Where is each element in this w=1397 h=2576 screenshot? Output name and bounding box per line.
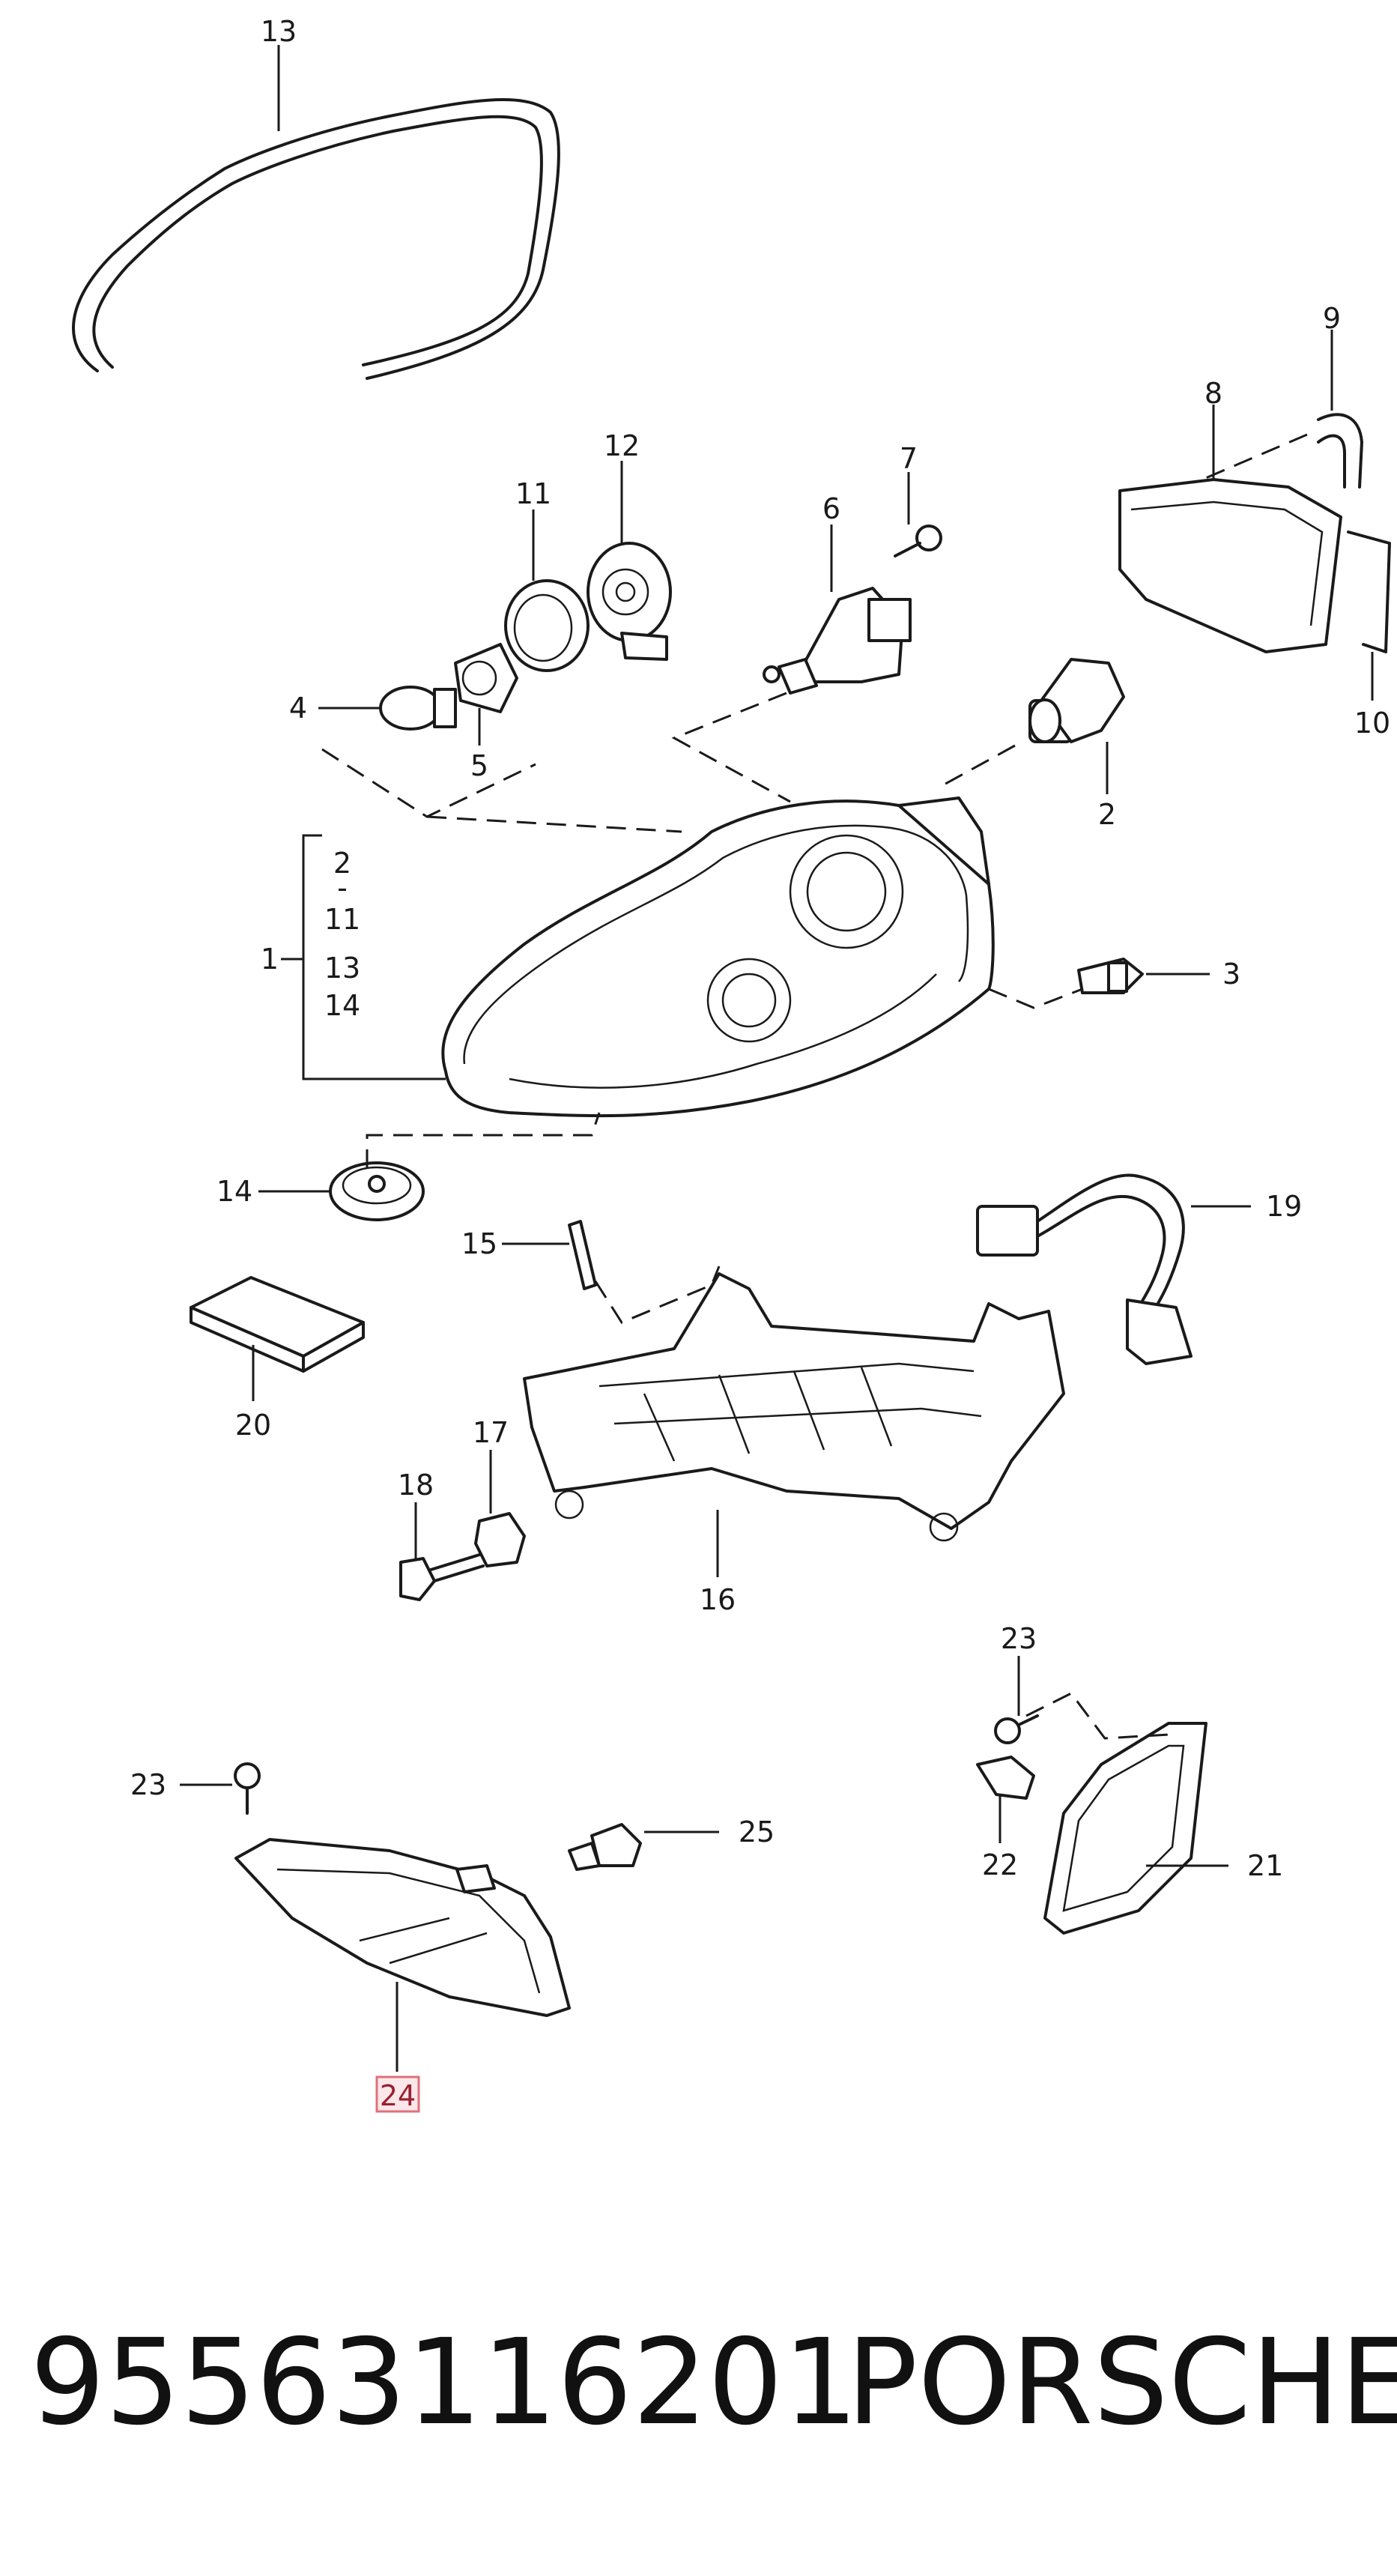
igniter-6 [763, 524, 912, 695]
side-marker-21 [1043, 1722, 1228, 1935]
callout-20: 20 [235, 1409, 271, 1442]
group-bracket-1 [281, 834, 322, 1080]
callout-7: 7 [900, 442, 918, 475]
bulb-2 [1028, 658, 1125, 794]
callout-25: 25 [739, 1815, 775, 1848]
callout-2: 2 [1098, 798, 1116, 831]
callout-12: 12 [604, 429, 640, 462]
housing-cover-8 [1118, 405, 1342, 653]
footer: 95563116201 PORSCHE [30, 2308, 1397, 2458]
callout-22: 22 [982, 1848, 1018, 1881]
callout-4: 4 [289, 692, 307, 725]
callout-6: 6 [822, 492, 840, 525]
callout-5: 5 [470, 749, 488, 782]
headlight-assembly-1 [322, 796, 995, 1118]
group-item-2: 2 [333, 847, 351, 880]
ring-11 [504, 510, 590, 672]
dashed-connectors [321, 433, 1308, 1740]
clip-15 [502, 1220, 597, 1290]
callout-17: 17 [473, 1416, 509, 1449]
group-separator: - [337, 871, 348, 904]
callout-15: 15 [461, 1227, 497, 1260]
group-item-13: 13 [324, 952, 360, 985]
callout-24: 24 [380, 2079, 416, 2112]
cap-12 [587, 461, 672, 661]
grommet-17 [474, 1450, 526, 1567]
bulb-holder-5 [454, 643, 518, 746]
callout-8: 8 [1204, 377, 1222, 410]
support-bracket-16 [523, 1272, 1065, 1577]
hose-9 [1317, 330, 1363, 489]
group-item-11: 11 [324, 903, 360, 936]
seal-strip-13 [72, 45, 560, 380]
callout-21: 21 [1247, 1849, 1283, 1882]
callout-10: 10 [1354, 707, 1390, 740]
callout-11: 11 [515, 477, 551, 510]
callout-23-right: 23 [1001, 1622, 1037, 1655]
callout-19: 19 [1266, 1190, 1302, 1223]
wiring-harness-19 [976, 1173, 1251, 1365]
group-item-14: 14 [324, 989, 360, 1022]
bulb-22 [976, 1756, 1035, 1843]
callout-18: 18 [398, 1469, 434, 1502]
screw-7 [894, 472, 942, 557]
screw-23a [180, 1762, 261, 1815]
pad-20 [190, 1276, 365, 1401]
small-bulb-3 [1077, 958, 1210, 994]
part-number: 95563116201 [30, 2314, 858, 2452]
bracket-10 [1347, 530, 1391, 701]
callout-3: 3 [1222, 958, 1240, 991]
bulb-4 [318, 686, 457, 731]
fog-light-24 [234, 1838, 571, 2072]
highlight-box-24 [375, 2075, 420, 2113]
callout-14: 14 [216, 1175, 252, 1208]
callout-13: 13 [261, 15, 297, 48]
callout-23-left: 23 [130, 1768, 166, 1801]
brand-name: PORSCHE [846, 2314, 1397, 2452]
screw-23b [994, 1656, 1039, 1744]
callout-1: 1 [261, 943, 279, 976]
seal-cap-14 [258, 1161, 425, 1221]
callout-16: 16 [700, 1583, 736, 1616]
bolt-18 [399, 1502, 485, 1601]
callout-9: 9 [1323, 302, 1341, 335]
bulb-25 [568, 1823, 719, 1871]
